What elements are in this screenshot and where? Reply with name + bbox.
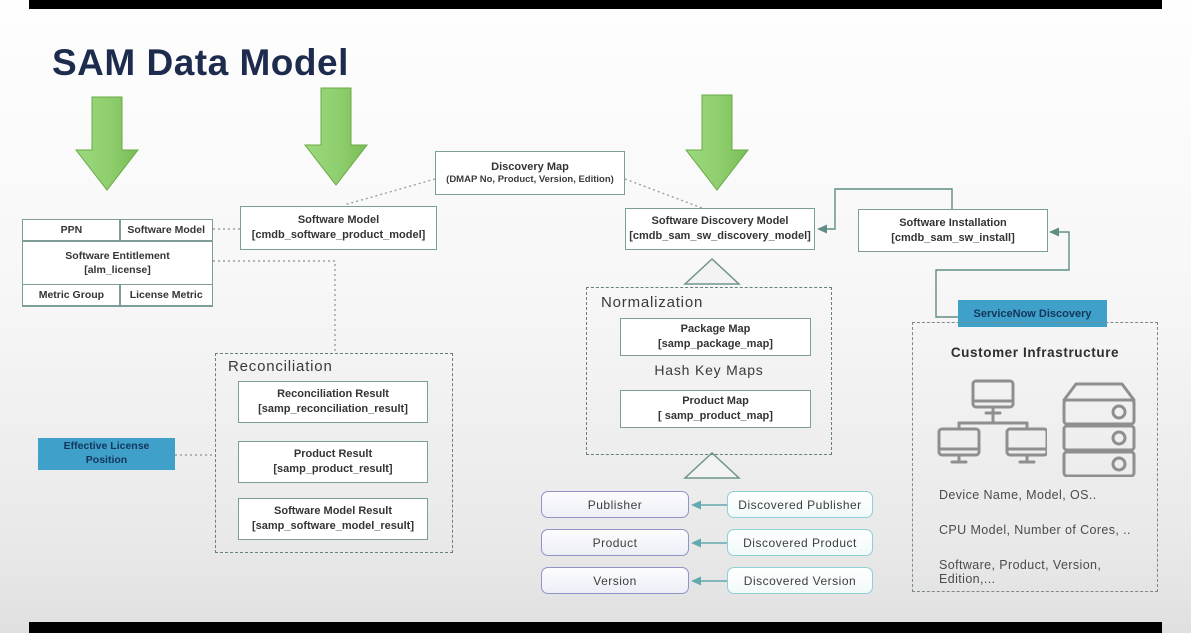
hash-key-maps-label: Hash Key Maps (654, 362, 764, 378)
cpu-detail-line: CPU Model, Number of Cores, .. (939, 523, 1131, 537)
product-result-name: Product Result (293, 448, 373, 461)
software-installation-name: Software Installation (899, 216, 1007, 229)
discovered-publisher-box: Discovered Publisher (727, 491, 873, 518)
dotted-link-entitlement-to-reconciliation (213, 260, 336, 352)
product-box: Product (541, 529, 689, 556)
software-model-box: Software Model [cmdb_software_product_mo… (240, 206, 437, 250)
license-metric-cell: License Metric (120, 285, 212, 306)
page-title: SAM Data Model (52, 42, 349, 83)
reconciliation-result-name: Reconciliation Result (277, 388, 389, 401)
software-model-result-name: Software Model Result (274, 505, 392, 518)
generalization-triangle-top (683, 257, 741, 285)
top-black-bar (29, 0, 1162, 9)
normalization-zone: Normalization Package Map [samp_package_… (586, 287, 832, 455)
entitlement-table: [alm_license] (84, 263, 151, 276)
green-down-arrow (74, 96, 140, 191)
product-map-table: [ samp_product_map] (658, 410, 773, 422)
software-model-name: Software Model (297, 214, 380, 227)
customer-infrastructure-zone: Customer Infrastructure (912, 322, 1158, 592)
workstations-network-icon (937, 379, 1047, 464)
software-entitlement-group: PPN Software Model Software Entitlement … (22, 219, 213, 307)
arrowhead-version (691, 576, 701, 586)
reconciliation-result-table: [samp_reconciliation_result] (258, 403, 408, 415)
entitlement-name: Software Entitlement (65, 249, 170, 262)
product-map-name: Product Map (682, 395, 749, 408)
discovery-map-fields: (DMAP No, Product, Version, Edition) (446, 174, 614, 186)
bottom-black-bar (29, 622, 1162, 633)
software-discovery-model-table: [cmdb_sam_sw_discovery_model] (629, 230, 811, 242)
dotted-link-discovery-map-to-discovery-model (624, 178, 703, 209)
software-entitlement-box: Software Entitlement [alm_license] (23, 241, 212, 284)
server-rack-icon (1062, 382, 1136, 477)
entitlement-bottom-row: Metric Group License Metric (23, 285, 212, 306)
software-discovery-model-name: Software Discovery Model (651, 215, 789, 228)
dotted-link-discovery-map-to-software-model (343, 178, 436, 206)
product-result-box: Product Result [samp_product_result] (238, 441, 428, 483)
package-map-box: Package Map [samp_package_map] (620, 318, 811, 356)
package-map-name: Package Map (680, 323, 751, 336)
product-map-box: Product Map [ samp_product_map] (620, 390, 811, 428)
package-map-table: [samp_package_map] (658, 338, 773, 350)
discovery-map-box: Discovery Map (DMAP No, Product, Version… (435, 151, 625, 195)
arrowhead-publisher (691, 500, 701, 510)
product-result-table: [samp_product_result] (273, 463, 393, 475)
generalization-triangle-bottom (683, 451, 741, 479)
arrowhead-product (691, 538, 701, 548)
publisher-box: Publisher (541, 491, 689, 518)
software-model-result-box: Software Model Result [samp_software_mod… (238, 498, 428, 540)
device-detail-line: Device Name, Model, OS.. (939, 488, 1097, 502)
discovery-map-name: Discovery Map (491, 160, 569, 173)
reconciliation-zone: Reconciliation Reconciliation Result [sa… (215, 353, 453, 553)
software-installation-table: [cmdb_sam_sw_install] (891, 231, 1015, 244)
discovered-product-box: Discovered Product (727, 529, 873, 556)
ppn-cell: PPN (23, 220, 120, 241)
customer-infrastructure-title: Customer Infrastructure (950, 345, 1120, 360)
software-model-cell: Software Model (120, 220, 212, 241)
software-model-result-table: [samp_software_model_result] (252, 520, 414, 532)
entitlement-top-row: PPN Software Model (23, 220, 212, 241)
green-down-arrow (303, 87, 369, 186)
arrowhead-into-discovery-model (817, 224, 827, 234)
green-down-arrow (684, 94, 750, 191)
reconciliation-result-box: Reconciliation Result [samp_reconciliati… (238, 381, 428, 423)
arrowhead-into-installation (1049, 227, 1059, 237)
software-model-table: [cmdb_software_product_model] (251, 229, 426, 241)
version-box: Version (541, 567, 689, 594)
reconciliation-label: Reconciliation (228, 358, 333, 375)
metric-group-cell: Metric Group (23, 285, 120, 306)
effective-license-position-box: Effective License Position (38, 438, 175, 470)
software-discovery-model-box: Software Discovery Model [cmdb_sam_sw_di… (625, 208, 815, 250)
software-detail-line: Software, Product, Version, Edition,... (939, 558, 1102, 586)
software-installation-box: Software Installation [cmdb_sam_sw_insta… (858, 209, 1048, 252)
discovered-version-box: Discovered Version (727, 567, 873, 594)
normalization-label: Normalization (601, 294, 704, 311)
